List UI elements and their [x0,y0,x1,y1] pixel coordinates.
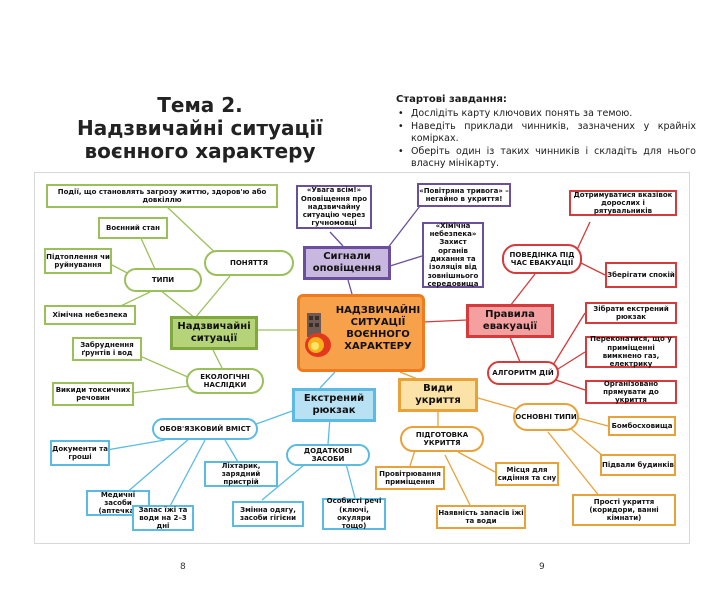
ventilation-node: Провітрювання приміщення [375,466,445,490]
soil-pollution-node: Забруднення ґрунтів і вод [72,337,142,361]
go-to-shelter-node: Організовано прямувати до укриття [585,380,677,404]
emergency-definition-label: Події, що становлять загрозу життю, здор… [57,187,267,204]
medical-kit-label: Медичні засоби (аптечка) [98,490,138,516]
types-node: ТИПИ [124,268,202,292]
action-algorithm-label: АЛГОРИТМ ДІЙ [492,368,554,377]
food-water-label: Запас їжі та води на 2–3 дні [138,505,188,531]
tasks-list: Дослідіть карту ключових понять за темою… [396,108,696,171]
food-water-node: Запас їжі та води на 2–3 дні [132,505,194,531]
ventilation-label: Провітрювання приміщення [379,469,441,486]
personal-items-label: Особисті речі (ключі, окуляри тощо) [326,497,382,531]
signals-category-label: Сигнали оповіщення [312,251,382,274]
concepts-label: ПОНЯТТЯ [230,258,268,267]
martial-law-node: Воєнний стан [98,217,168,239]
signals-category: Сигнали оповіщення [303,246,391,280]
signal-attention-node: «Увага всім!» Оповіщення про надзвичайну… [296,185,372,229]
explosion-icon [305,313,331,357]
bomb-shelters-node: Бомбосховища [608,416,676,436]
mandatory-content-node: ОБОВ'ЯЗКОВИЙ ВМІСТ [152,418,258,440]
title-line-1: Тема 2. [157,93,243,117]
signal-air-raid-node: «Повітряна тривога» – негайно в укриття! [417,183,511,207]
tasks-heading: Стартові завдання: [396,94,507,105]
concepts-node: ПОНЯТТЯ [204,250,294,276]
shelters-category: Види укриття [398,378,478,412]
mandatory-content-label: ОБОВ'ЯЗКОВИЙ ВМІСТ [159,424,251,433]
title-line-3: воєнного характеру [84,139,316,163]
evacuation-behavior-node: ПОВЕДІНКА ПІД ЧАС ЕВАКУАЦІЇ [502,244,582,274]
stay-calm-node: Зберігати спокій [605,262,677,288]
check-utilities-label: Переконатися, що у приміщенні вимкнено г… [590,335,672,369]
documents-node: Документи та гроші [50,440,110,466]
eco-consequences-node: ЕКОЛОГІЧНІ НАСЛІДКИ [186,368,264,394]
page-title: Тема 2. Надзвичайні ситуації воєнного ха… [40,94,360,163]
martial-law-label: Воєнний стан [106,223,160,232]
signal-air-raid-label: «Повітряна тривога» – негайно в укриття! [419,186,509,203]
evacuation-category: Правила евакуації [466,304,554,338]
task-item: Дослідіть карту ключових понять за темою… [396,108,696,121]
follow-instructions-label: Дотримуватися вказівок дорослих і рятува… [573,190,673,216]
evacuation-category-label: Правила евакуації [482,309,538,332]
simple-shelters-node: Прості укриття (коридори, ванні кімнати) [572,494,676,526]
bomb-shelters-label: Бомбосховища [611,421,673,430]
emergency-definition: Події, що становлять загрозу життю, здор… [46,184,278,208]
clothes-hygiene-label: Змінна одягу, засоби гігієни [240,505,296,522]
basements-label: Підвали будинків [602,460,674,469]
chemical-hazard-label: Хімічна небезпека [52,310,128,319]
flashlight-label: Ліхтарик, зарядний пристрій [221,461,261,487]
main-types-label: ОСНОВНІ ТИПИ [515,412,577,421]
evacuation-behavior-label: ПОВЕДІНКА ПІД ЧАС ЕВАКУАЦІЇ [509,250,575,267]
basements-node: Підвали будинків [600,454,676,476]
central-topic: НАДЗВИЧАЙНІ СИТУАЦІЇ ВОЄННОГО ХАРАКТЕРУ [297,294,425,372]
additional-means-label: ДОДАТКОВІ ЗАСОБИ [303,446,353,463]
sleep-places-node: Місця для сидіння та сну [495,462,559,486]
chemical-hazard-node: Хімічна небезпека [44,305,136,325]
types-label: ТИПИ [151,275,175,284]
main-types-node: ОСНОВНІ ТИПИ [513,403,579,431]
signal-chemical-node: «Хімічна небезпека» Захист органів дихан… [422,222,484,288]
follow-instructions-node: Дотримуватися вказівок дорослих і рятува… [569,190,677,216]
title-line-2: Надзвичайні ситуації [76,116,324,140]
go-to-shelter-label: Організовано прямувати до укриття [603,379,659,405]
backpack-category-label: Екстрений рюкзак [303,393,365,416]
page-number-left: 8 [180,562,186,572]
signal-attention-label: «Увага всім!» Оповіщення про надзвичайну… [300,186,368,228]
supplies-label: Наявність запасів їжі та води [438,508,524,525]
action-algorithm-node: АЛГОРИТМ ДІЙ [487,361,559,385]
clothes-hygiene-node: Змінна одягу, засоби гігієни [232,501,304,527]
additional-means-node: ДОДАТКОВІ ЗАСОБИ [286,444,370,466]
supplies-node: Наявність запасів їжі та води [436,505,526,529]
flooding-label: Підтоплення чи руйнування [46,252,110,269]
flashlight-node: Ліхтарик, зарядний пристрій [204,461,278,487]
central-topic-label: НАДЗВИЧАЙНІ СИТУАЦІЇ ВОЄННОГО ХАРАКТЕРУ [335,305,421,352]
sleep-places-label: Місця для сидіння та сну [497,465,557,482]
shelter-prep-node: ПІДГОТОВКА УКРИТТЯ [400,426,484,452]
flooding-node: Підтоплення чи руйнування [44,248,112,274]
backpack-category: Екстрений рюкзак [292,388,376,422]
stay-calm-label: Зберігати спокій [607,270,675,279]
check-utilities-node: Переконатися, що у приміщенні вимкнено г… [585,335,677,369]
documents-label: Документи та гроші [52,444,108,461]
emergency-category-label: Надзвичайні ситуації [177,321,251,344]
personal-items-node: Особисті речі (ключі, окуляри тощо) [322,497,386,531]
signal-chemical-label: «Хімічна небезпека» Захист органів дихан… [427,221,479,288]
shelter-prep-label: ПІДГОТОВКА УКРИТТЯ [415,430,469,447]
toxic-emissions-node: Викиди токсичних речовин [52,382,134,406]
pack-backpack-node: Зібрати екстрений рюкзак [585,302,677,324]
emergency-category: Надзвичайні ситуації [170,316,258,350]
page-number-right: 9 [539,562,545,572]
eco-consequences-label: ЕКОЛОГІЧНІ НАСЛІДКИ [200,372,250,389]
soil-pollution-label: Забруднення ґрунтів і вод [80,340,134,357]
pack-backpack-label: Зібрати екстрений рюкзак [593,304,669,321]
simple-shelters-label: Прості укриття (коридори, ванні кімнати) [589,497,659,523]
task-item: Оберіть один із таких чинників і складіт… [396,146,696,171]
shelters-category-label: Види укриття [415,383,461,406]
task-item: Наведіть приклади чинників, зазначених у… [396,121,696,146]
toxic-emissions-label: Викиди токсичних речовин [55,385,131,402]
